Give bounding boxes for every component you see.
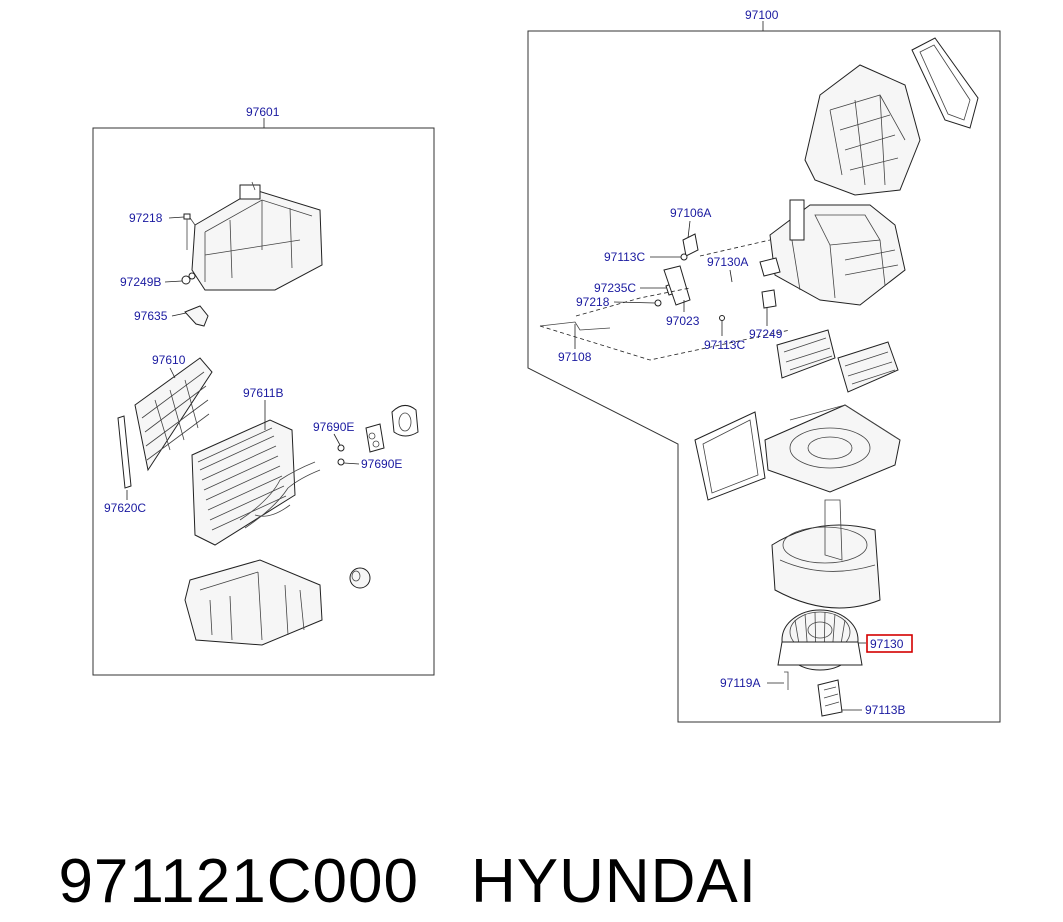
filter-pair — [776, 329, 899, 393]
screw-97113C — [680, 253, 688, 261]
upper-case-part — [187, 181, 323, 291]
duct-seal — [911, 37, 979, 129]
screw-97113C-b — [719, 315, 725, 321]
label-97130-highlighted[interactable]: 97130 — [870, 637, 904, 651]
intake-duct-part — [804, 64, 921, 196]
parts-diagram: 97601 97100 — [92, 8, 1001, 723]
left-assembly-frame: 97601 — [92, 105, 435, 676]
label-97218-right[interactable]: 97218 — [576, 295, 610, 309]
clip-97249B — [181, 272, 196, 285]
dashed-guides — [539, 239, 791, 361]
clip-97119A — [784, 671, 789, 690]
caption: 971121C000 HYUNDAI — [22, 762, 809, 916]
evaporator-97611B — [191, 419, 321, 546]
right-labels: 97106A 97113C 97130A 97235C 97218 97023 … — [558, 206, 913, 717]
label-97690E-b[interactable]: 97690E — [361, 457, 402, 471]
gasket-small — [365, 423, 385, 453]
label-97113B[interactable]: 97113B — [865, 703, 905, 717]
filter-97610 — [134, 357, 213, 472]
label-97106A[interactable]: 97106A — [670, 206, 711, 220]
scroll-housing — [771, 499, 881, 609]
label-97108[interactable]: 97108 — [558, 350, 592, 364]
lever-97106A — [682, 233, 699, 257]
intake-housing-part — [769, 199, 906, 306]
seal-97620C — [117, 415, 132, 489]
label-97113C-a[interactable]: 97113C — [604, 250, 645, 264]
resistor-97113B — [817, 679, 843, 717]
screw-97218 — [183, 213, 191, 250]
lower-case-part — [184, 559, 323, 646]
brand-name: HYUNDAI — [470, 847, 757, 916]
part-number: 971121C000 — [58, 847, 419, 916]
label-97113C-b[interactable]: 97113C — [704, 338, 745, 352]
label-97218[interactable]: 97218 — [129, 211, 163, 225]
label-97249[interactable]: 97249 — [749, 327, 783, 341]
label-97611B[interactable]: 97611B — [243, 386, 283, 400]
actuator-97130A — [759, 257, 781, 277]
label-97610[interactable]: 97610 — [152, 353, 186, 367]
label-97023[interactable]: 97023 — [666, 314, 700, 328]
right-assembly-frame: 97100 — [527, 8, 1001, 723]
upper-blower-housing — [764, 404, 901, 493]
label-97690E-a[interactable]: 97690E — [313, 420, 354, 434]
label-97235C[interactable]: 97235C — [594, 281, 636, 295]
gasket-large — [391, 405, 419, 437]
clip-97249 — [761, 289, 777, 309]
screw-97218-right — [654, 299, 662, 307]
cable-97108 — [539, 321, 611, 331]
link-97023 — [663, 265, 691, 306]
label-97130A[interactable]: 97130A — [707, 255, 748, 269]
clip-97635 — [184, 305, 209, 327]
blower-motor-97130 — [777, 609, 863, 671]
label-97620C[interactable]: 97620C — [104, 501, 146, 515]
oring-97690E — [337, 444, 345, 466]
label-97249B[interactable]: 97249B — [120, 275, 161, 289]
left-labels: 97218 97249B 97635 97610 97611B 97690E 9… — [104, 211, 402, 515]
highlight-box-97130 — [866, 634, 913, 653]
assembly-label-97601[interactable]: 97601 — [246, 105, 280, 119]
assembly-label-97100[interactable]: 97100 — [745, 8, 779, 22]
square-gasket — [694, 411, 766, 501]
label-97635[interactable]: 97635 — [134, 309, 168, 323]
label-97119A[interactable]: 97119A — [720, 676, 760, 690]
drain-plug — [349, 567, 371, 589]
